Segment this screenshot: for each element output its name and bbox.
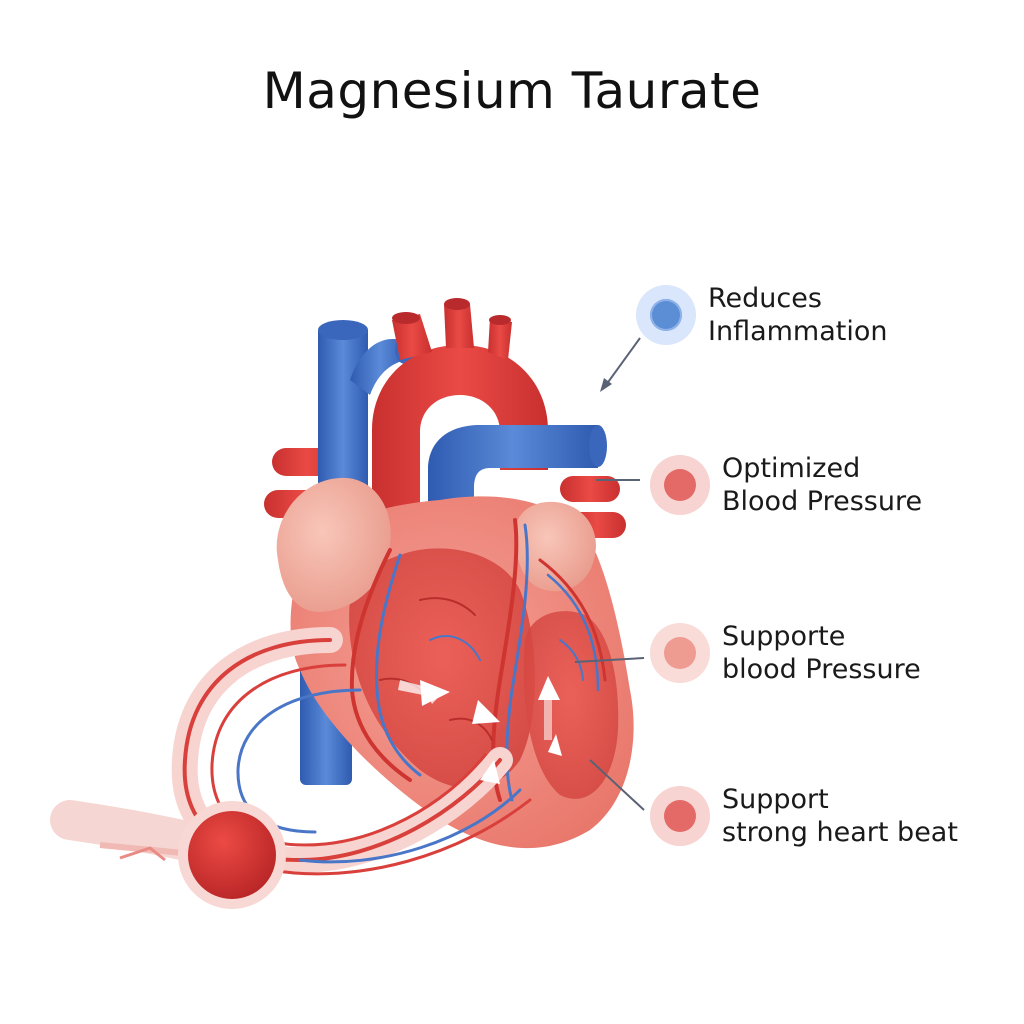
aortic-arch	[372, 298, 548, 520]
benefit-line-1: Support	[722, 784, 829, 815]
benefit-label: Reduces Inflammation	[708, 282, 888, 348]
benefit-line-1: Optimized	[722, 453, 861, 484]
blood-node	[178, 801, 286, 909]
flow-arrows	[398, 676, 562, 784]
red-circle-icon	[650, 455, 710, 515]
benefit-label: Optimized Blood Pressure	[722, 452, 922, 518]
blue-circle-icon	[636, 285, 696, 345]
benefit-line-2: blood Pressure	[722, 654, 921, 685]
benefit-line-2: strong heart beat	[722, 817, 958, 848]
pink-circle-icon	[650, 623, 710, 683]
benefit-support-strong-heart-beat: Support strong heart beat	[650, 783, 958, 849]
benefit-reduces-inflammation: Reduces Inflammation	[636, 282, 888, 348]
benefit-line-1: Reduces	[708, 283, 822, 314]
benefit-line-2: Blood Pressure	[722, 486, 923, 517]
benefit-line-2: Inflammation	[708, 316, 888, 347]
benefit-label: Supporte blood Pressure	[722, 620, 921, 686]
atria	[276, 477, 596, 612]
leader-lines	[574, 337, 645, 811]
benefit-supporte-blood-pressure: Supporte blood Pressure	[650, 620, 921, 686]
benefit-line-1: Supporte	[722, 621, 846, 652]
benefit-label: Support strong heart beat	[722, 783, 958, 849]
benefit-optimized-blood-pressure: Optimized Blood Pressure	[650, 452, 922, 518]
red-circle-icon	[650, 786, 710, 846]
page-title: Magnesium Taurate	[262, 62, 762, 120]
